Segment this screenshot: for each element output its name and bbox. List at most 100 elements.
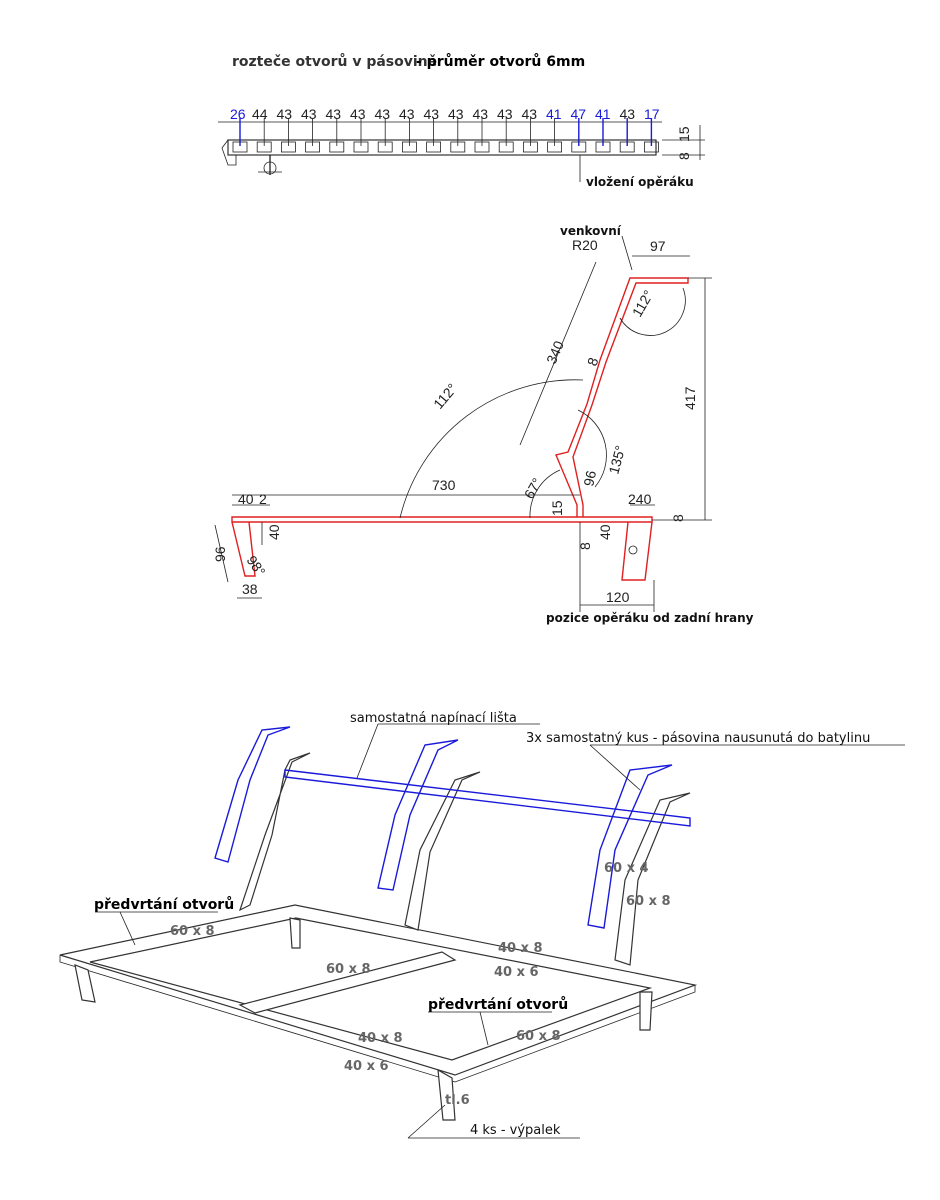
title-hole-diameter: - průměr otvorů 6mm [416, 53, 585, 70]
spacing-label: 43 [399, 106, 415, 122]
spacing-label: 41 [595, 106, 611, 122]
leg-back-left [289, 917, 301, 949]
spacing-label: 17 [644, 106, 660, 122]
spacing-label: 43 [350, 106, 366, 122]
dim-frame-a: 60 x 8 [170, 924, 215, 939]
dim-40-right: 40 [597, 524, 613, 540]
strip-hole [474, 141, 490, 153]
spacing-label: 43 [326, 106, 342, 122]
label-r20: R20 [572, 237, 598, 253]
strip-body [227, 139, 657, 156]
profile-backrest [555, 277, 689, 517]
strip-hole [450, 141, 466, 153]
arc-112-top [619, 287, 686, 336]
profile-left-leg [231, 521, 256, 577]
dim-frame-c: 40 x 8 [498, 941, 543, 956]
title-hole-spacing: rozteče otvorů v pásovině [232, 53, 437, 70]
dim-frame-d: 40 x 6 [494, 965, 539, 980]
assembly-drawing: samostatná napínací lišta 3x samostatný … [59, 711, 905, 1139]
strip-hole [426, 141, 442, 153]
spacing-label: 43 [522, 106, 538, 122]
spacing-label: 43 [473, 106, 489, 122]
profile-hole-right [628, 545, 638, 555]
strip-hole [571, 141, 587, 153]
upright-left [238, 752, 311, 912]
leader-three-pieces [589, 744, 641, 791]
dim-8-right: 8 [577, 542, 593, 550]
dim-340: 340 [543, 338, 567, 366]
dim-frame-f: 40 x 6 [344, 1059, 389, 1074]
arc-135 [577, 409, 607, 488]
dim-97: 97 [650, 238, 666, 254]
dim-40b-left: 40 [266, 524, 282, 540]
dim-40-left: 40 [238, 491, 254, 507]
strip-hole [377, 141, 393, 153]
dim-backrest-h: 60 x 4 [604, 861, 649, 876]
dim-96-left: 96 [212, 546, 228, 562]
strip-hole [280, 141, 296, 153]
dim-frame-b: 60 x 8 [326, 962, 371, 977]
blue-tension-bar [284, 769, 691, 827]
strip-hole [329, 141, 345, 153]
spacing-label: 43 [448, 106, 464, 122]
dim-15-right: 15 [549, 500, 565, 516]
label-laser-cut: 4 ks - výpalek [470, 1123, 561, 1138]
profile-base-bar [231, 516, 653, 523]
dim-96-back: 96 [580, 469, 599, 488]
blue-piece-right [587, 764, 673, 929]
strip-note-backrest-insert: vložení opěráku [586, 175, 694, 189]
arc-112-main [399, 379, 584, 519]
dim-38-left: 38 [242, 581, 258, 597]
leader-predrill-right [479, 1011, 489, 1046]
angle-98-left: 98° [244, 553, 269, 580]
arc-67 [529, 469, 561, 519]
label-three-pieces: 3x samostatný kus - pásovina nausunutá d… [526, 731, 870, 746]
spacing-label: 43 [497, 106, 513, 122]
dim-120-right: 120 [606, 589, 630, 605]
dim-backrest-i: 60 x 8 [626, 894, 671, 909]
dim-line-96-left [214, 524, 229, 583]
strip-hole [595, 141, 611, 153]
dim-frame-e: 40 x 8 [358, 1031, 403, 1046]
dim-240-right: 240 [628, 491, 652, 507]
label-predrill-left: předvrtání otvorů [94, 896, 234, 913]
spacing-label: 41 [546, 106, 562, 122]
profile-drawing: venkovní R20 97 340 112° 112° 417 135° 9… [212, 224, 754, 625]
spacing-label: 47 [571, 106, 587, 122]
angle-112-main: 112° [430, 380, 460, 412]
strip-hole [232, 141, 248, 153]
spacing-label: 44 [252, 106, 268, 122]
angle-135: 135° [605, 444, 628, 476]
dim-frame-g: 60 x 8 [516, 1029, 561, 1044]
profile-right-leg [621, 521, 653, 581]
strip-height-15: 15 [676, 126, 692, 142]
strip-hole [353, 141, 369, 153]
frame-inner [89, 917, 653, 1061]
strip-end-hook [221, 139, 237, 166]
leader-r20 [621, 235, 633, 271]
blue-piece-left [214, 726, 291, 863]
strip-hole-symbol [263, 161, 277, 175]
strip-hole-ticks [232, 118, 659, 153]
spacing-26: 26 [230, 106, 246, 122]
label-tension-bar: samostatná napínací lišta [350, 711, 517, 726]
leg-front-left [74, 964, 96, 1003]
upright-right [614, 792, 691, 966]
blue-piece-middle [377, 739, 459, 891]
leader-predrill-left [119, 911, 136, 946]
leader-tension-bar [356, 723, 379, 779]
angle-67: 67° [521, 475, 545, 501]
strip-hole [547, 141, 562, 153]
label-outer: venkovní [560, 224, 622, 238]
strip-thickness-8: 8 [676, 152, 692, 160]
spacing-label: 43 [424, 106, 440, 122]
leader-laser [407, 1104, 446, 1139]
upright-middle [404, 771, 481, 931]
label-thickness-6: tl.6 [445, 1093, 470, 1108]
strip-hole [305, 141, 321, 153]
spacing-label: 43 [301, 106, 317, 122]
frame-cross-bar [238, 951, 457, 1014]
strip-hole [256, 141, 272, 153]
